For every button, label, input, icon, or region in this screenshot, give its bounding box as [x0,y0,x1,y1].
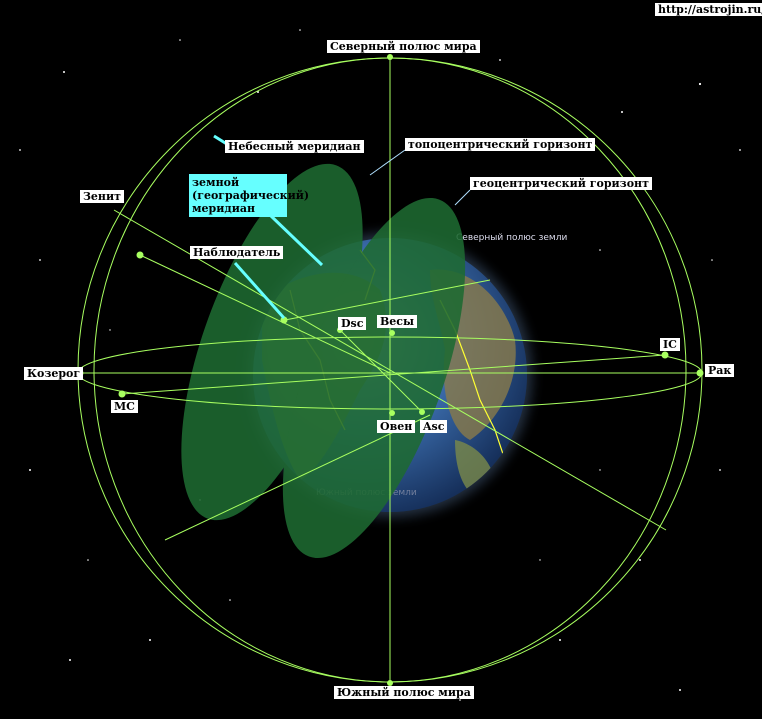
site-url-label: http://astrojin.ru/ [655,3,762,16]
topocentric-horizon-plane [181,163,363,521]
zenith-label: Зенит [80,190,124,203]
cancer-label: Рак [705,364,735,377]
zenith-point [136,251,144,259]
celestial-sphere [77,57,703,683]
observer-label: Наблюдатель [190,246,284,259]
celestial-meridian-label: Небесный меридиан [225,140,364,153]
geocentric-horizon-label: геоцентрический горизонт [470,177,652,190]
star-field [19,29,741,701]
south-pole-point [387,680,393,686]
earth-meridian-pointer [268,213,324,267]
earth-meridian-label: земной (географический) меридиан [189,174,309,217]
mc-point [118,390,126,398]
libra-label: Весы [377,315,418,328]
mc-ic-line [121,354,666,395]
south-celestial-pole-label: Южный полюс мира [334,686,474,699]
geocentric-horizon-plane [282,197,466,559]
dsc-label: Dsc [338,317,367,330]
earth-north-pole-label: Северный полюс земли [456,233,567,243]
observer-line [139,254,391,374]
north-pole-point [387,54,393,60]
observer-pointer [233,262,286,319]
libra-point [389,330,395,336]
horizon-line-1 [284,279,491,321]
asc-point [419,409,425,415]
aries-label: Овен [377,420,416,433]
mc-label: MC [111,400,138,413]
topocentric-horizon-label: топоцентрический горизонт [405,138,596,151]
aries-point [389,410,395,416]
zenith-line [113,209,667,531]
topocentric-horizon-pointer [369,149,406,176]
pointer-lines [213,134,471,319]
ic-point [661,351,669,359]
capricorn-label: Козерог [24,367,84,380]
horizon-line-3 [339,329,423,413]
asc-label: Asc [420,420,448,433]
horizon-line-2 [164,414,431,541]
geocentric-horizon-pointer [454,189,471,206]
north-celestial-pole-label: Северный полюс мира [327,40,480,53]
ic-label: IC [660,338,680,351]
cancer-point [696,369,704,377]
horizon-planes [181,163,466,559]
